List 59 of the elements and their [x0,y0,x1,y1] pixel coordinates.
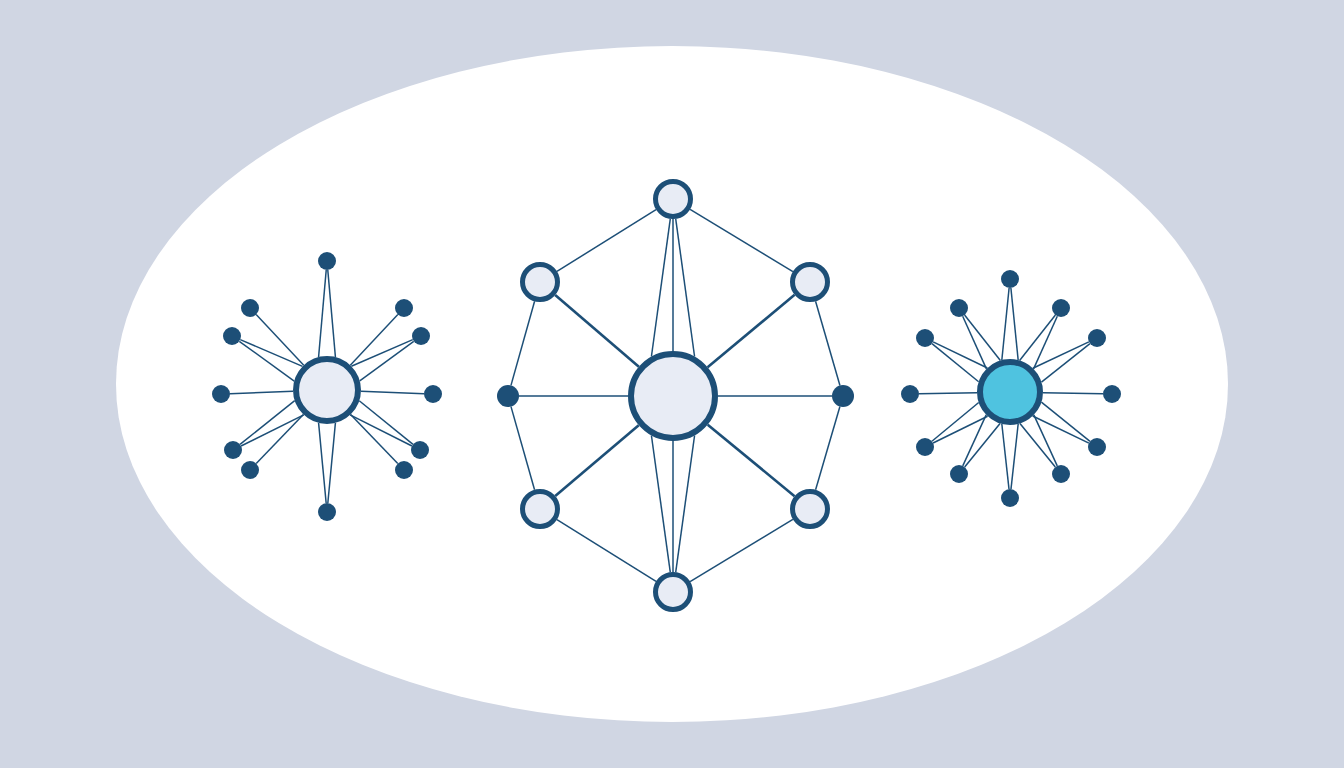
connector-line [240,414,305,447]
connector-line [1033,414,1058,467]
connector-line [706,293,796,369]
connector-line [360,390,425,395]
connector-line [1042,391,1104,395]
connector-line [349,413,399,465]
connector-line [1019,422,1057,468]
connector-line [650,434,671,573]
connector-line [556,208,657,273]
connector-line [672,440,674,573]
connector-line [962,414,987,467]
connector-line [359,340,415,382]
connector-line [932,341,989,369]
connector-line [674,218,696,358]
connector-line [317,422,327,504]
connector-line [814,300,841,387]
connector-line [1032,315,1059,370]
connector-line [931,401,980,442]
connector-line [689,208,794,273]
connector-line [1001,287,1010,361]
connector-line [238,340,295,382]
connector-line [554,294,640,368]
connector-line [814,405,841,491]
connector-line [961,315,988,370]
connector-line [689,518,794,583]
connector-line [706,423,796,498]
connector-line [350,338,414,368]
connector-line [1040,342,1091,383]
connector-line [255,413,305,465]
connector-line [650,218,672,358]
connector-line [255,313,305,366]
connector-line [317,269,327,358]
connector-line [358,400,414,446]
connector-line [239,338,304,368]
connector-line [1018,314,1057,362]
connector-line [239,399,296,446]
connector-line [717,395,833,397]
connector-line [1040,401,1091,443]
connector-line [1031,415,1090,444]
connector-line [932,415,989,444]
connector-line [1001,423,1010,490]
connector-line [327,422,337,504]
connector-line [510,405,536,491]
connector-line [1010,423,1019,490]
connector-line [963,422,1001,468]
connector-line [1010,287,1019,361]
connector-line [1032,341,1090,369]
connector-line [963,314,1002,362]
connector-line [518,395,629,397]
connector-line [918,391,978,395]
connector-line [931,342,980,383]
connector-line [229,390,294,395]
connector-line [327,269,337,358]
connector-line [675,434,696,573]
connector-line [510,300,536,387]
connector-line [672,218,674,352]
connector-line [349,313,399,366]
connector-line [554,424,640,498]
connector-line [556,518,657,583]
